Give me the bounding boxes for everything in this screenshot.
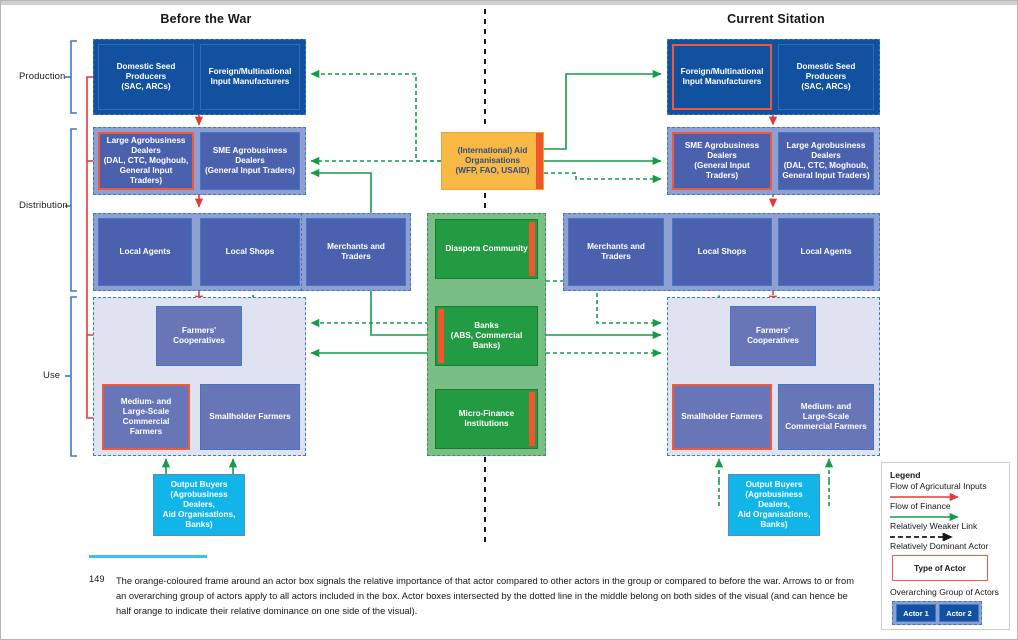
box-left-smallholder-farmers[interactable]: Smallholder Farmers bbox=[200, 384, 300, 450]
legend-green-arrow-icon bbox=[890, 513, 959, 521]
column-title-before: Before the War bbox=[160, 12, 252, 26]
legend-red-arrow-icon bbox=[890, 493, 959, 501]
footnote-rule bbox=[89, 555, 207, 558]
box-label: Local Agents bbox=[119, 247, 171, 256]
box-label: Farmers'Cooperatives bbox=[173, 326, 225, 345]
stage-label-production: Production bbox=[19, 71, 66, 82]
box-right-farmers-cooperatives[interactable]: Farmers'Cooperatives bbox=[730, 306, 816, 366]
box-label: Farmers'Cooperatives bbox=[747, 326, 799, 345]
legend-type-of-actor-box: Type of Actor bbox=[892, 555, 988, 581]
dominance-strip-right bbox=[529, 222, 535, 276]
legend-label-inputs: Flow of Agricutural Inputs bbox=[890, 481, 987, 491]
dominance-strip-right bbox=[536, 133, 543, 189]
footnote-number: 149 bbox=[89, 574, 105, 584]
dominance-strip-right bbox=[529, 392, 535, 446]
dominance-strip-left bbox=[438, 309, 444, 363]
box-left-local-agents[interactable]: Local Agents bbox=[98, 218, 192, 286]
box-diaspora-community[interactable]: Diaspora Community bbox=[435, 219, 538, 279]
box-right-output-buyers[interactable]: Output Buyers(Agrobusiness Dealers,Aid O… bbox=[728, 474, 820, 536]
box-label: Smallholder Farmers bbox=[209, 412, 291, 421]
box-label: Local Agents bbox=[800, 247, 852, 256]
box-right-smallholder-farmers[interactable]: Smallholder Farmers bbox=[672, 384, 772, 450]
box-label: Output Buyers(Agrobusiness Dealers,Aid O… bbox=[162, 480, 236, 529]
box-label: Smallholder Farmers bbox=[681, 412, 763, 421]
box-left-output-buyers[interactable]: Output Buyers(Agrobusiness Dealers,Aid O… bbox=[153, 474, 245, 536]
stage-label-use: Use bbox=[43, 370, 61, 381]
footnote-text: The orange-coloured frame around an acto… bbox=[116, 576, 854, 617]
box-right-local-shops[interactable]: Local Shops bbox=[672, 218, 772, 286]
column-title-current: Current Sitation bbox=[727, 12, 825, 26]
legend-actor-2: Actor 2 bbox=[939, 604, 979, 622]
stage-brackets bbox=[65, 40, 77, 457]
box-label: Diaspora Community bbox=[445, 244, 528, 253]
stage-label-distribution: Distribution bbox=[19, 200, 68, 211]
box-right-local-agents[interactable]: Local Agents bbox=[778, 218, 874, 286]
box-label: Local Shops bbox=[225, 247, 275, 256]
legend-panel: Legend Flow of Agricutural Inputs Flow o… bbox=[881, 462, 1010, 630]
box-left-local-shops[interactable]: Local Shops bbox=[200, 218, 300, 286]
box-label: Local Shops bbox=[697, 247, 747, 256]
legend-actor-1: Actor 1 bbox=[896, 604, 936, 622]
box-label: Output Buyers(Agrobusiness Dealers,Aid O… bbox=[737, 480, 811, 529]
legend-label-overarching-group: Overarching Group of Actors bbox=[890, 587, 999, 597]
legend-dashed-arrow-icon bbox=[890, 533, 953, 541]
legend-label-finance: Flow of Finance bbox=[890, 501, 951, 511]
box-left-farmers-cooperatives[interactable]: Farmers'Cooperatives bbox=[156, 306, 242, 366]
legend-label-weaker-link: Relatively Weaker Link bbox=[890, 521, 978, 531]
legend-label-dominant-actor: Relatively Dominant Actor bbox=[890, 541, 989, 551]
legend-title: Legend bbox=[890, 470, 921, 480]
